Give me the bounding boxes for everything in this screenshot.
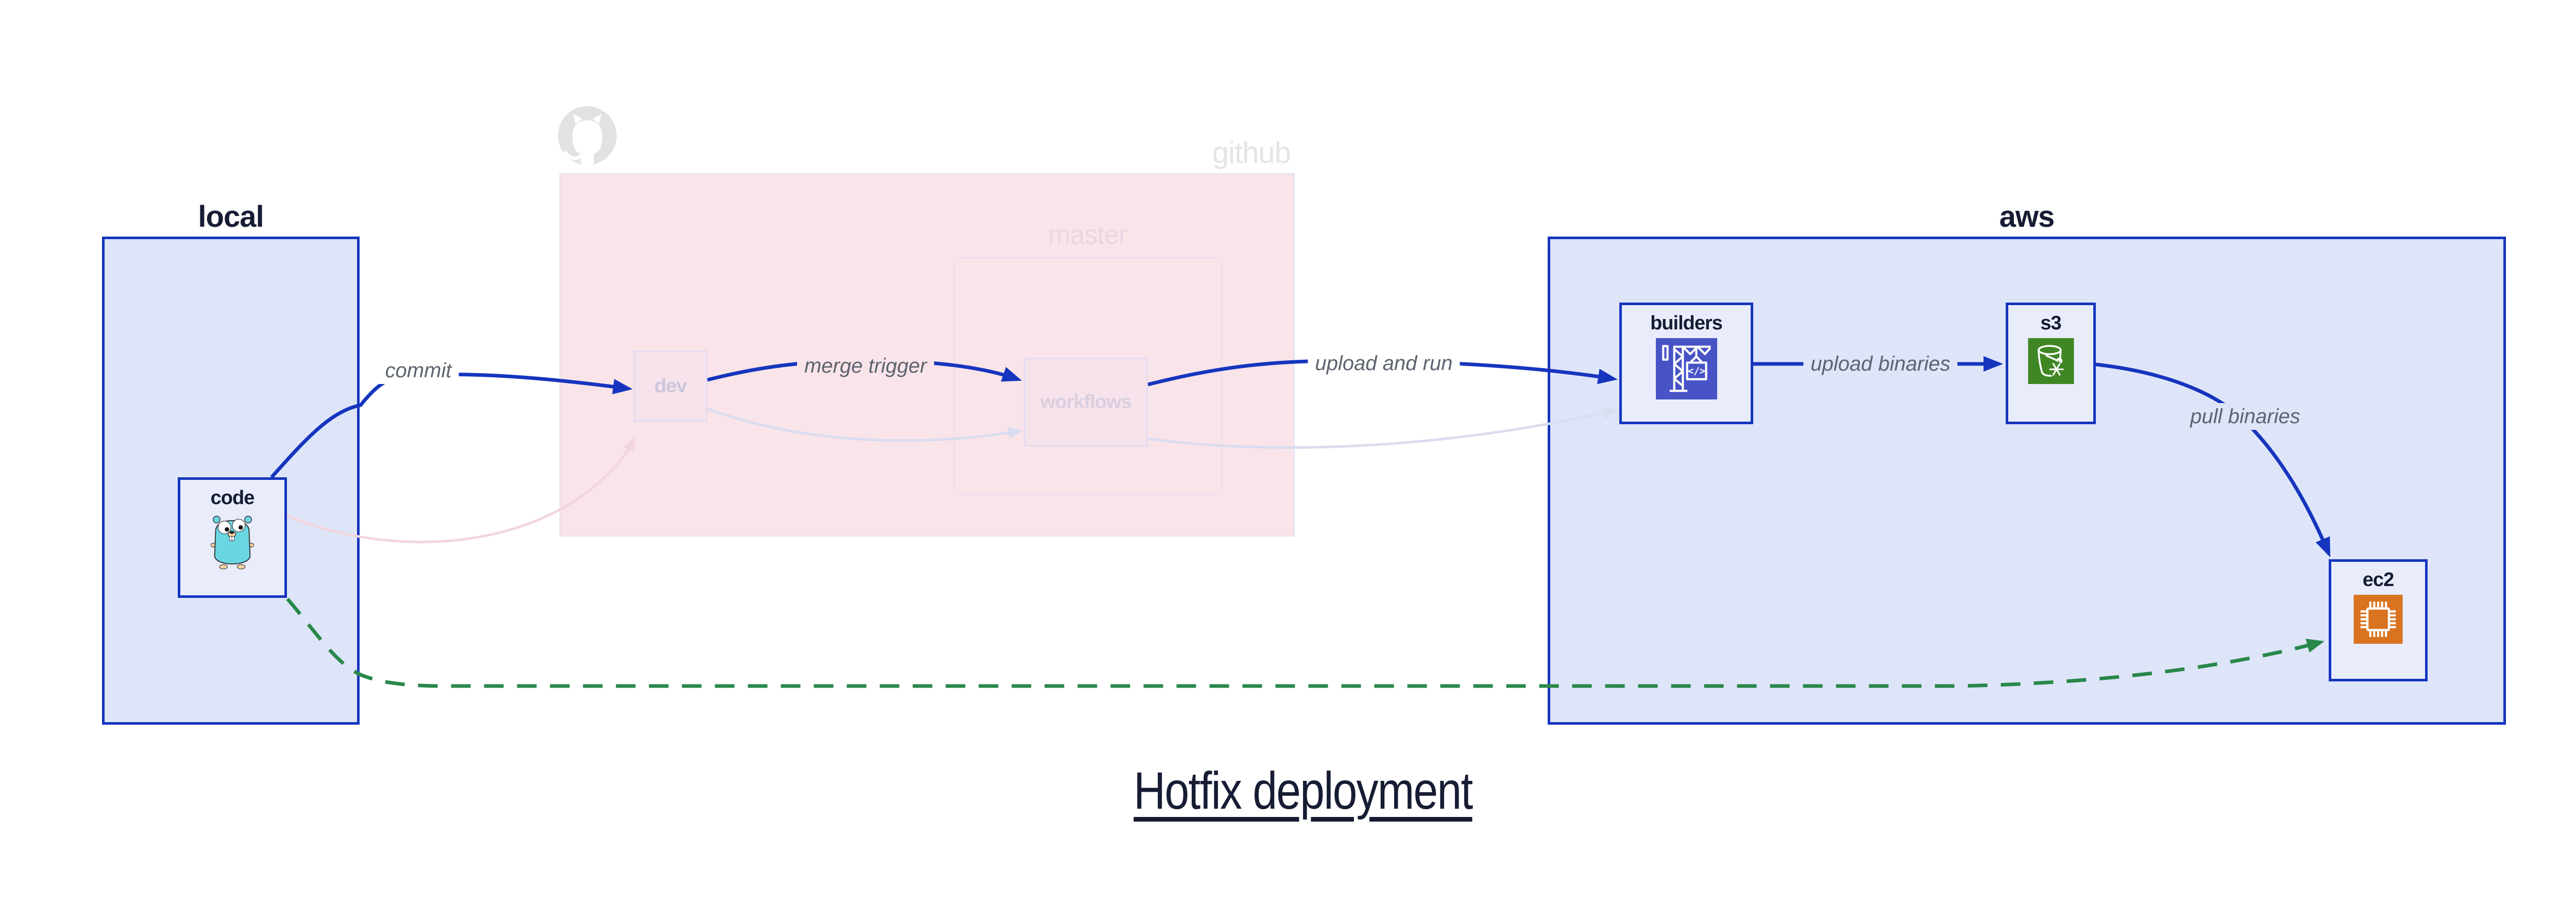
ec2-chip-icon	[2353, 595, 2403, 644]
edge-workflows-builders-faded	[1147, 407, 1618, 449]
region-label-aws: aws	[1999, 200, 2055, 233]
go-gopher-icon	[211, 515, 254, 570]
github-octocat-icon	[557, 106, 617, 166]
codebuild-code-glyph: </>	[1687, 365, 1705, 377]
edge-code-dev-faded	[286, 436, 636, 543]
diagram-title: Hotfix deployment	[1133, 761, 1473, 820]
region-master	[954, 257, 1222, 495]
edge-label-upload-binaries: upload binaries	[1803, 350, 1958, 377]
edge-pull-binaries	[2095, 362, 2331, 558]
s3-bucket-icon	[2028, 338, 2074, 384]
edge-label-pull-binaries: pull binaries	[2183, 403, 2308, 430]
node-ec2: ec2	[2329, 559, 2428, 681]
node-dev: dev	[634, 350, 707, 422]
node-s3-label: s3	[2040, 312, 2061, 334]
region-label-local: local	[198, 200, 264, 233]
codebuild-crane-icon: </>	[1655, 338, 1717, 399]
node-builders-label: builders	[1650, 312, 1723, 334]
node-dev-label: dev	[654, 375, 687, 397]
node-builders: builders </>	[1619, 303, 1753, 424]
edge-hotfix-dashed	[286, 597, 2325, 688]
node-s3: s3	[2006, 303, 2096, 424]
node-code: code	[178, 477, 287, 598]
node-code-label: code	[210, 487, 255, 509]
region-label-master: master	[1048, 220, 1128, 250]
region-label-github: github	[1212, 136, 1291, 170]
edge-label-upload-and-run: upload and run	[1308, 350, 1460, 377]
node-workflows-label: workflows	[1040, 391, 1132, 413]
edge-label-commit: commit	[378, 357, 459, 384]
edge-label-merge-trigger: merge trigger	[797, 353, 934, 379]
edge-commit	[270, 372, 633, 479]
node-workflows: workflows	[1024, 358, 1148, 446]
node-ec2-label: ec2	[2362, 569, 2394, 591]
edge-dev-workflows-faded	[707, 407, 1023, 442]
